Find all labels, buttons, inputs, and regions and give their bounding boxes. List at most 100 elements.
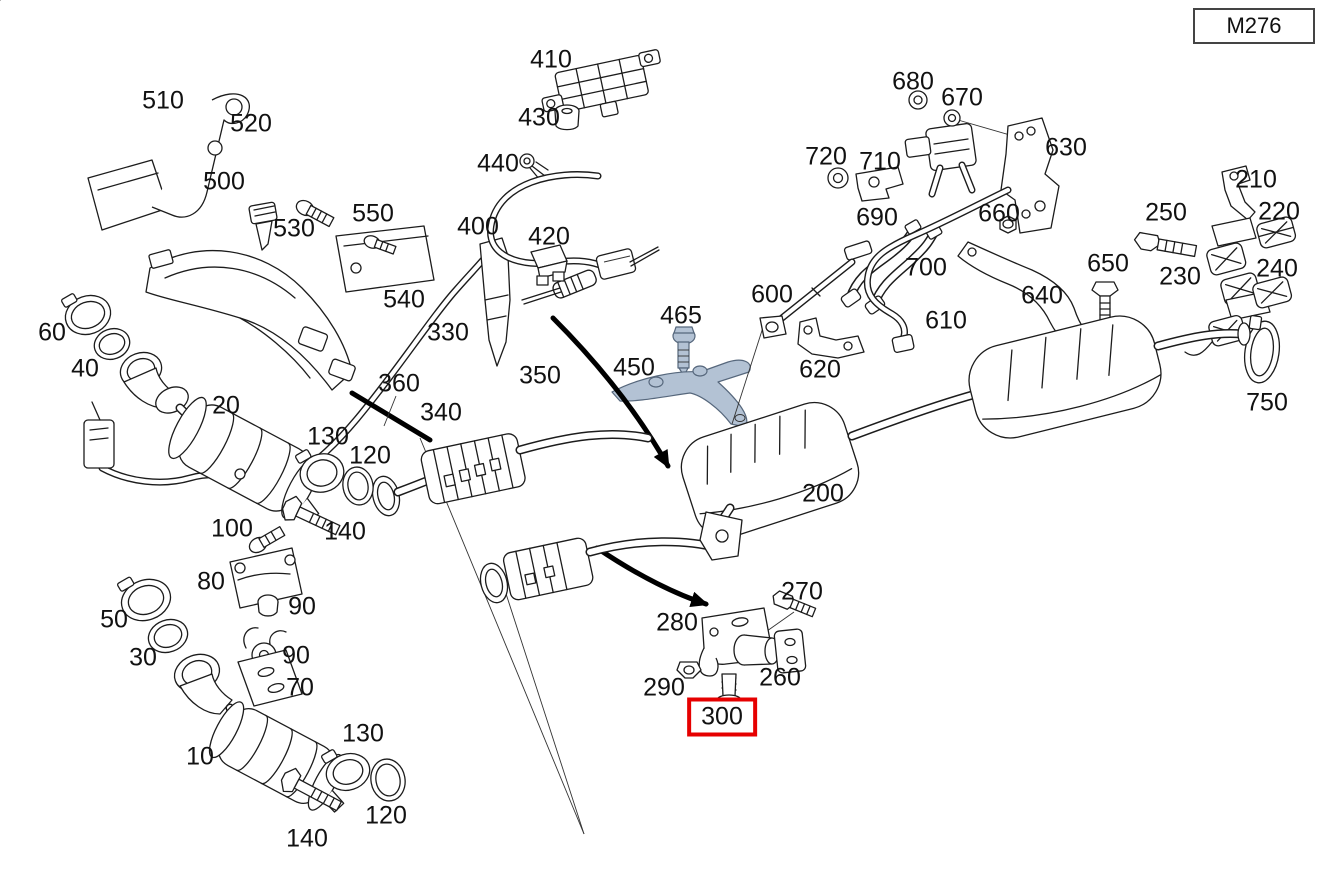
heat-shield-bracket <box>145 249 356 391</box>
part-label-130-lower[interactable]: 130 <box>342 719 384 748</box>
part-label-90-upper[interactable]: 90 <box>288 592 316 621</box>
part-label-290[interactable]: 290 <box>643 673 685 702</box>
part-label-700[interactable]: 700 <box>905 253 947 282</box>
bracket-540 <box>335 225 435 293</box>
bracket-420 <box>530 244 568 286</box>
bracket-450 <box>611 359 751 428</box>
part-label-40[interactable]: 40 <box>71 354 99 383</box>
part-label-530[interactable]: 530 <box>273 214 315 243</box>
part-label-120-lower[interactable]: 120 <box>365 801 407 830</box>
part-label-450[interactable]: 450 <box>613 353 655 382</box>
part-label-220[interactable]: 220 <box>1258 197 1300 226</box>
part-label-70[interactable]: 70 <box>286 673 314 702</box>
part-label-430[interactable]: 430 <box>518 103 560 132</box>
part-label-210[interactable]: 210 <box>1235 165 1277 194</box>
pressure-pipes-700-610 <box>843 186 1012 353</box>
part-label-500[interactable]: 500 <box>203 167 245 196</box>
bracket-630 <box>1000 117 1060 234</box>
part-label-650[interactable]: 650 <box>1087 249 1129 278</box>
part-label-610[interactable]: 610 <box>925 306 967 335</box>
part-label-520[interactable]: 520 <box>230 109 272 138</box>
part-label-10[interactable]: 10 <box>186 742 214 771</box>
temp-sensor-400 <box>487 171 660 305</box>
part-label-140-upper[interactable]: 140 <box>324 517 366 546</box>
pointer-arrow-center <box>550 315 671 469</box>
part-label-80[interactable]: 80 <box>197 567 225 596</box>
part-label-670[interactable]: 670 <box>941 83 983 112</box>
part-label-340[interactable]: 340 <box>420 398 462 427</box>
part-label-250[interactable]: 250 <box>1145 198 1187 227</box>
part-label-300[interactable]: 300 <box>687 697 757 737</box>
catalytic-converter-20 <box>61 293 320 523</box>
part-label-620[interactable]: 620 <box>799 355 841 384</box>
part-label-100[interactable]: 100 <box>211 514 253 543</box>
part-label-50[interactable]: 50 <box>100 605 128 634</box>
pointer-bar-360 <box>349 390 433 443</box>
pointer-arrow-280 <box>594 545 709 608</box>
part-label-410[interactable]: 410 <box>530 45 572 74</box>
part-label-330[interactable]: 330 <box>427 318 469 347</box>
rubber-mount-220 <box>1256 216 1297 249</box>
bolt-520 <box>295 199 335 228</box>
part-label-240[interactable]: 240 <box>1256 254 1298 283</box>
bolt-250 <box>1133 231 1198 258</box>
main-exhaust-200 <box>371 315 1251 604</box>
part-label-30[interactable]: 30 <box>129 643 157 672</box>
part-label-630[interactable]: 630 <box>1045 133 1087 162</box>
part-label-280[interactable]: 280 <box>656 608 698 637</box>
part-label-400[interactable]: 400 <box>457 212 499 241</box>
part-label-465[interactable]: 465 <box>660 301 702 330</box>
part-label-550[interactable]: 550 <box>352 199 394 228</box>
part-label-600[interactable]: 600 <box>751 280 793 309</box>
engine-code: M276 <box>1226 13 1282 38</box>
leader-600 <box>731 317 767 425</box>
part-label-350[interactable]: 350 <box>519 361 561 390</box>
bracket-210 <box>1221 165 1256 221</box>
part-label-440[interactable]: 440 <box>477 149 519 178</box>
part-label-660[interactable]: 660 <box>978 199 1020 228</box>
nut-660 <box>999 215 1017 234</box>
part-label-510[interactable]: 510 <box>142 86 184 115</box>
callout-line <box>496 565 585 835</box>
part-label-750[interactable]: 750 <box>1246 388 1288 417</box>
part-label-640[interactable]: 640 <box>1021 281 1063 310</box>
bolt-465 <box>672 326 696 377</box>
rubber-mount-240 <box>1252 276 1293 309</box>
part-label-130-upper[interactable]: 130 <box>307 422 349 451</box>
part-label-540[interactable]: 540 <box>383 285 425 314</box>
part-label-90-lower[interactable]: 90 <box>282 641 310 670</box>
control-module-410 <box>541 49 661 118</box>
bracket-620 <box>797 317 865 359</box>
leader-360 <box>383 395 397 427</box>
pressure-line-600 <box>759 258 856 339</box>
catalytic-converter-10 <box>117 576 406 813</box>
connector-530 <box>248 201 278 251</box>
part-label-60[interactable]: 60 <box>38 318 66 347</box>
part-label-690[interactable]: 690 <box>856 203 898 232</box>
part-label-270[interactable]: 270 <box>781 577 823 606</box>
grommet-430 <box>554 104 580 131</box>
bolt-650 <box>1091 281 1119 331</box>
engine-code-box: M276 <box>1193 8 1315 44</box>
part-label-720[interactable]: 720 <box>805 142 847 171</box>
grommet-720 <box>827 167 849 189</box>
part-label-20[interactable]: 20 <box>212 391 240 420</box>
part-label-140-lower[interactable]: 140 <box>286 824 328 853</box>
part-label-200[interactable]: 200 <box>802 479 844 508</box>
bracket-group-80 <box>229 526 303 707</box>
part-label-230[interactable]: 230 <box>1159 262 1201 291</box>
clamp-group-upper <box>281 449 374 536</box>
part-label-420[interactable]: 420 <box>528 222 570 251</box>
part-label-360[interactable]: 360 <box>378 369 420 398</box>
part-label-710[interactable]: 710 <box>859 147 901 176</box>
part-label-260[interactable]: 260 <box>759 663 801 692</box>
part-label-120-upper[interactable]: 120 <box>349 441 391 470</box>
grommet-680 <box>908 90 928 110</box>
pressure-sensor-670 <box>904 109 977 198</box>
clamp-710 <box>855 166 904 202</box>
part-label-680[interactable]: 680 <box>892 67 934 96</box>
callout-line <box>419 437 585 835</box>
